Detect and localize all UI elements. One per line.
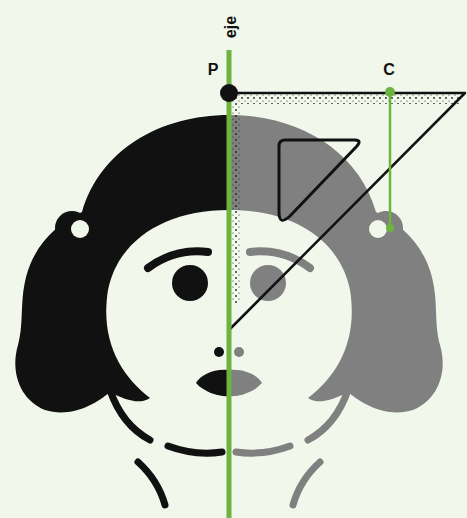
neck-right: [293, 462, 320, 505]
earring-left: [55, 211, 89, 245]
jaw-left: [110, 390, 150, 440]
axis-label: eje: [223, 16, 239, 38]
point-label: P: [208, 62, 219, 78]
perpendicular-line: [389, 92, 392, 228]
point-p: [220, 84, 238, 102]
eyebrow-left: [148, 251, 208, 268]
mouth-left: [196, 370, 229, 396]
ruler-scale-top: [232, 93, 460, 104]
eye-left: [172, 265, 208, 301]
point-label: C: [383, 62, 395, 78]
neck-left: [138, 462, 165, 505]
symmetry-axis: [227, 50, 232, 518]
eye-right: [250, 265, 286, 301]
eyebrow-right: [250, 251, 310, 268]
nose-left: [214, 347, 224, 357]
mouth-right: [229, 370, 262, 396]
nose-right: [234, 347, 244, 357]
ruler-scale-left: [232, 104, 241, 304]
point-c: [385, 87, 395, 97]
earring-left-hole: [71, 220, 89, 238]
point-c-image: [386, 224, 394, 232]
earring-right-hole: [369, 220, 387, 238]
jaw-right: [308, 390, 348, 440]
earring-right: [369, 211, 403, 245]
set-square-hole: [279, 140, 359, 220]
chin-left: [168, 446, 222, 453]
chin-right: [236, 446, 290, 453]
set-square: [229, 93, 465, 330]
